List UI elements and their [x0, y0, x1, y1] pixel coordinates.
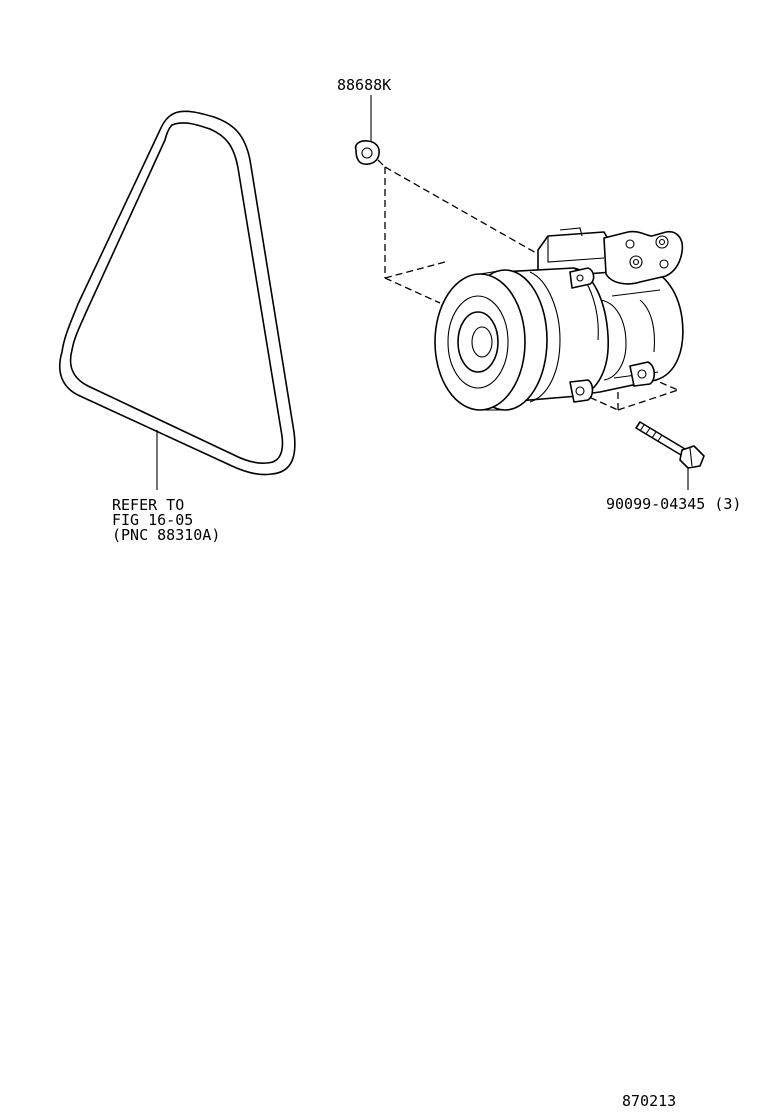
nut-part-number: 88688K [337, 76, 391, 94]
belt-reference-line2: FIG 16-05 [112, 511, 193, 529]
bolt-part-number: 90099-04345 (3) [606, 495, 741, 513]
nut-part [354, 95, 380, 165]
figure-id: 870213 [622, 1092, 676, 1110]
v-belt [58, 110, 296, 490]
belt-reference-line1: REFER TO [112, 496, 184, 514]
compressor [434, 227, 684, 411]
belt-reference-line3: (PNC 88310A) [112, 526, 220, 544]
bolt-part [635, 421, 705, 490]
